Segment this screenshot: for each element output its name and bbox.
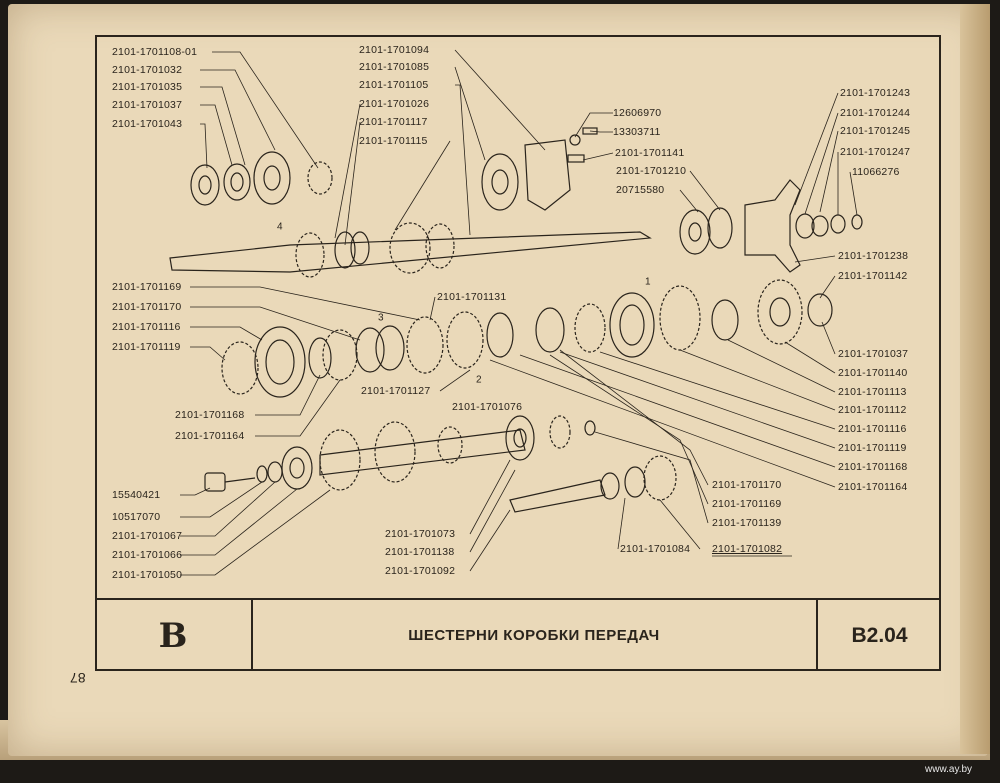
part-label: 2101-1701243 (840, 87, 911, 99)
part-label: 2101-1701085 (359, 61, 430, 73)
part-label: 2101-1701066 (112, 549, 183, 561)
gear-marker-3: 3 (378, 312, 384, 324)
gear-marker-2: 2 (476, 374, 482, 386)
part-label: 2101-1701026 (359, 98, 430, 110)
part-label: 2101-1701244 (840, 107, 911, 119)
part-label: 2101-1701113 (838, 386, 907, 398)
title-block-logo-cell: В (95, 598, 253, 671)
part-label: 15540421 (112, 489, 161, 501)
part-label: 2101-1701094 (359, 44, 430, 56)
part-label: 2101-1701119 (112, 341, 181, 353)
page-number: 87 (70, 670, 86, 686)
part-label: 13303711 (613, 126, 661, 138)
part-label: 2101-1701139 (712, 517, 782, 529)
part-label: 2101-1701067 (112, 530, 183, 542)
part-label: 2101-1701073 (385, 528, 456, 540)
sheet-title: ШЕСТЕРНИ КОРОБКИ ПЕРЕДАЧ (408, 627, 660, 644)
main-shaft-gears (221, 279, 833, 398)
part-label: 2101-1701238 (838, 250, 909, 262)
part-label: 2101-1701037 (838, 348, 909, 360)
part-label: 2101-1701142 (838, 270, 908, 282)
part-label: 2101-1701127 (361, 385, 431, 397)
part-label: 2101-1701140 (838, 367, 908, 379)
part-label: 12606970 (613, 107, 662, 119)
part-label: 2101-1701105 (359, 79, 429, 91)
gear-marker-4: 4 (277, 221, 283, 233)
part-label: 11066276 (852, 166, 900, 178)
part-label: 20715580 (616, 184, 665, 196)
part-label: 2101-1701168 (175, 409, 245, 421)
countershaft-assembly (204, 415, 596, 492)
part-label: 2101-1701247 (840, 146, 911, 158)
rear-bearing-assembly (679, 179, 863, 273)
leader-lines (180, 49, 858, 576)
part-label: 2101-1701164 (838, 481, 908, 493)
vaz-logo: В (158, 615, 188, 656)
watermark: www.ay.by (925, 764, 973, 775)
part-label: 2101-1701043 (112, 118, 183, 130)
part-label: 2101-1701169 (712, 498, 782, 510)
part-label: 2101-1701035 (112, 81, 183, 93)
part-label: 2101-1701037 (112, 99, 183, 111)
sheet-code: В2.04 (851, 623, 908, 647)
title-block-title-cell: ШЕСТЕРНИ КОРОБКИ ПЕРЕДАЧ (252, 598, 818, 671)
part-label-assembly: 2101-1701082 (712, 543, 783, 555)
reverse-idler-assembly (509, 455, 677, 513)
input-shaft-assembly (169, 127, 652, 278)
part-label: 2101-1701115 (359, 135, 428, 147)
part-label: 2101-1701170 (712, 479, 782, 491)
drawing-frame (95, 35, 941, 671)
part-label: 2101-1701112 (838, 404, 907, 416)
part-label: 2101-1701076 (452, 401, 523, 413)
title-block-code-cell: В2.04 (818, 598, 941, 671)
part-label: 2101-1701210 (616, 165, 687, 177)
part-label: 2101-1701117 (359, 116, 428, 128)
part-label: 2101-1701170 (112, 301, 182, 313)
gear-marker-1: 1 (645, 276, 651, 288)
book-spine (960, 4, 990, 754)
part-label: 2101-1701138 (385, 546, 455, 558)
part-label: 10517070 (112, 511, 161, 523)
part-label: 2101-1701169 (112, 281, 182, 293)
part-label: 2101-1701032 (112, 64, 183, 76)
part-label: 2101-1701245 (840, 125, 911, 137)
part-label: 2101-1701116 (112, 321, 181, 333)
part-label: 2101-1701164 (175, 430, 245, 442)
part-label: 2101-1701141 (615, 147, 685, 159)
part-label: 2101-1701119 (838, 442, 907, 454)
paper-sheet (8, 4, 988, 756)
part-label: 2101-1701131 (437, 291, 507, 303)
part-label: 2101-1701116 (838, 423, 907, 435)
part-label: 2101-1701050 (112, 569, 183, 581)
part-label: 2101-1701108-01 (112, 46, 198, 58)
part-label: 2101-1701168 (838, 461, 908, 473)
part-label: 2101-1701092 (385, 565, 456, 577)
part-label: 2101-1701084 (620, 543, 691, 555)
